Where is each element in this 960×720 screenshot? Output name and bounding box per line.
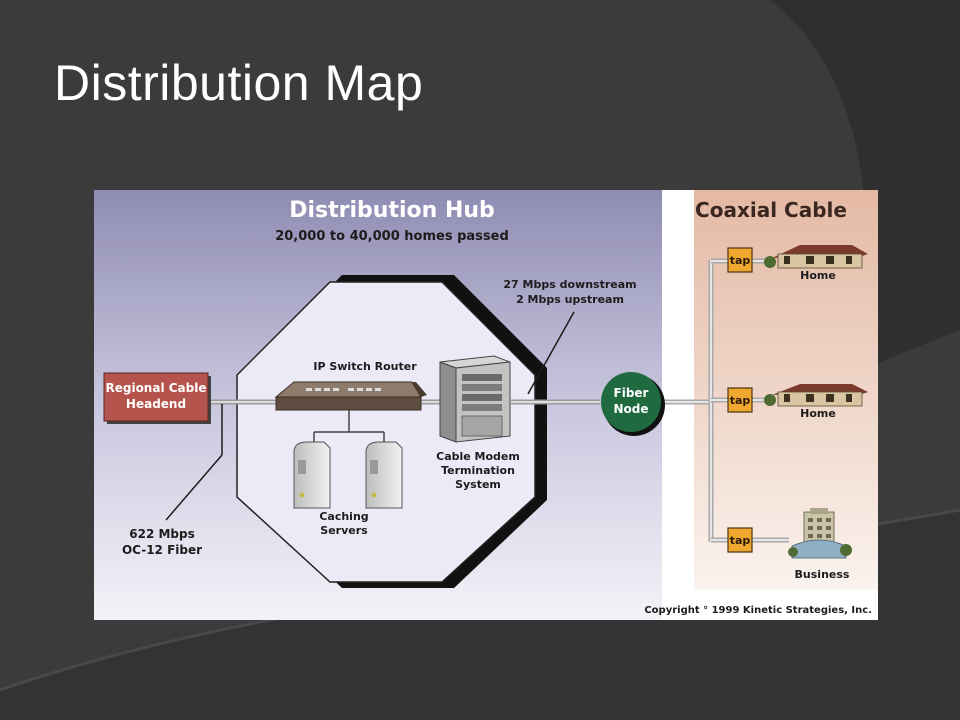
slide-title: Distribution Map: [54, 55, 424, 111]
home-1-label: Home: [800, 269, 836, 282]
headend-label-line1: Regional Cable: [105, 381, 206, 395]
cmts-label-line2: Termination: [441, 464, 515, 477]
fiber-node-label-line2: Node: [613, 402, 648, 416]
fiber-node-label-line1: Fiber: [614, 386, 649, 400]
fiber-speed-line1: 622 Mbps: [129, 527, 195, 541]
cmts-label-line3: System: [455, 478, 501, 491]
cmts-icon: [439, 355, 511, 443]
caching-server-1-icon: [293, 441, 331, 509]
fiber-node: [601, 372, 661, 432]
router-label: IP Switch Router: [313, 360, 417, 373]
bandwidth-pointer: [527, 311, 575, 395]
upstream-label: 2 Mbps upstream: [516, 293, 624, 306]
tap-1-label: tap: [730, 254, 751, 267]
tap-3-label: tap: [730, 534, 751, 547]
business-label: Business: [795, 568, 850, 581]
downstream-label: 27 Mbps downstream: [503, 278, 636, 291]
cmts-label-line1: Cable Modem: [436, 450, 520, 463]
headend-label-line2: Headend: [126, 397, 186, 411]
coax-title: Coaxial Cable: [695, 198, 847, 222]
headend-box: [103, 372, 209, 422]
tap-2-label: tap: [730, 394, 751, 407]
tap-3-icon: [727, 527, 753, 553]
distribution-map-diagram: Distribution Hub 20,000 to 40,000 homes …: [94, 190, 878, 620]
background-swoosh-top: [770, 0, 960, 370]
hub-title: Distribution Hub: [289, 198, 495, 223]
copyright-text: Copyright ° 1999 Kinetic Strategies, Inc…: [644, 605, 872, 616]
hub-subtitle: 20,000 to 40,000 homes passed: [275, 229, 509, 244]
tap-1-icon: [727, 247, 753, 273]
tap-2-icon: [727, 387, 753, 413]
caching-label-line2: Servers: [320, 524, 368, 537]
home-2-icon: [764, 384, 868, 407]
router-icon: [274, 381, 427, 411]
home-2-label: Home: [800, 407, 836, 420]
fiber-speed-line2: OC-12 Fiber: [122, 543, 202, 557]
caching-server-2-icon: [365, 441, 403, 509]
home-1-icon: [764, 245, 868, 269]
caching-label-line1: Caching: [319, 510, 368, 523]
business-icon: [788, 508, 852, 559]
